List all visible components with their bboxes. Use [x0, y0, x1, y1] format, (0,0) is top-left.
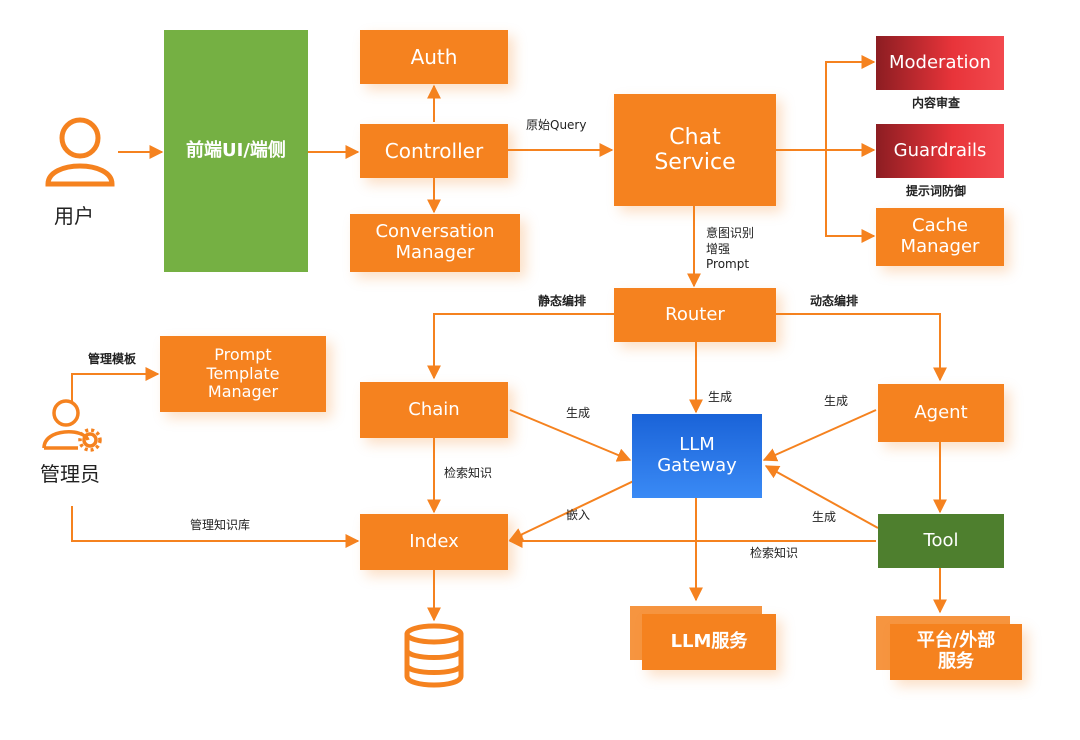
- edge-agent-gateway: [762, 409, 877, 462]
- controller-node[interactable]: Controller: [360, 124, 508, 178]
- conversation-manager-node[interactable]: Conversation Manager: [350, 214, 520, 272]
- edge-chat-moderation: [776, 55, 876, 151]
- platform-service-node[interactable]: 平台/外部 服务: [890, 624, 1022, 680]
- user-icon: [45, 117, 115, 187]
- edge-label-retrieve-tool: 检索知识: [750, 546, 799, 560]
- edge-label-agent-generate: 生成: [824, 394, 849, 408]
- chain-node[interactable]: Chain: [360, 382, 508, 438]
- llm-service-node[interactable]: LLM服务: [642, 614, 776, 670]
- edge-label-embed: 嵌入: [566, 508, 591, 522]
- edge-admin-index: [71, 506, 360, 548]
- chat-service-node[interactable]: Chat Service: [614, 94, 776, 206]
- edge-router-agent: [776, 313, 947, 382]
- edge-label-tool-generate: 生成: [812, 510, 837, 524]
- auth-node[interactable]: Auth: [360, 30, 508, 84]
- cache-manager-node[interactable]: Cache Manager: [876, 208, 1004, 266]
- edge-label-manage-template: 管理模板: [88, 352, 137, 366]
- router-node[interactable]: Router: [614, 288, 776, 342]
- edge-label-intent: 意图识别 增强 Prompt: [706, 226, 755, 272]
- edge-label-chain-generate: 生成: [566, 406, 591, 420]
- guardrails-node[interactable]: Guardrails: [876, 124, 1004, 178]
- edge-chat-cache: [825, 150, 876, 243]
- moderation-caption: 内容审查: [912, 96, 961, 110]
- llm-gateway-node[interactable]: LLM Gateway: [632, 414, 762, 498]
- edge-label-raw-query: 原始Query: [526, 118, 587, 132]
- edge-label-static: 静态编排: [538, 294, 587, 308]
- edge-label-router-generate: 生成: [708, 390, 733, 404]
- edge-label-dynamic: 动态编排: [810, 294, 859, 308]
- edge-label-manage-kb: 管理知识库: [190, 518, 251, 532]
- admin-user-gear-icon: [42, 399, 102, 452]
- edge-gateway-index: [508, 477, 641, 541]
- tool-node[interactable]: Tool: [878, 514, 1004, 568]
- index-node[interactable]: Index: [360, 514, 508, 570]
- edge-label-retrieve-chain: 检索知识: [444, 466, 493, 480]
- prompt-template-manager-node[interactable]: Prompt Template Manager: [160, 336, 326, 412]
- moderation-node[interactable]: Moderation: [876, 36, 1004, 90]
- edge-chain-gateway: [509, 409, 632, 462]
- edge-router-chain: [427, 313, 614, 380]
- database-icon: [404, 623, 464, 688]
- edge-admin-template: [71, 367, 160, 402]
- user-label: 用户: [54, 204, 94, 228]
- guardrails-caption: 提示词防御: [906, 184, 967, 198]
- edge-tool-gateway: [764, 465, 879, 529]
- admin-label: 管理员: [40, 462, 100, 486]
- agent-node[interactable]: Agent: [878, 384, 1004, 442]
- frontend-node[interactable]: 前端UI/端侧: [164, 30, 308, 272]
